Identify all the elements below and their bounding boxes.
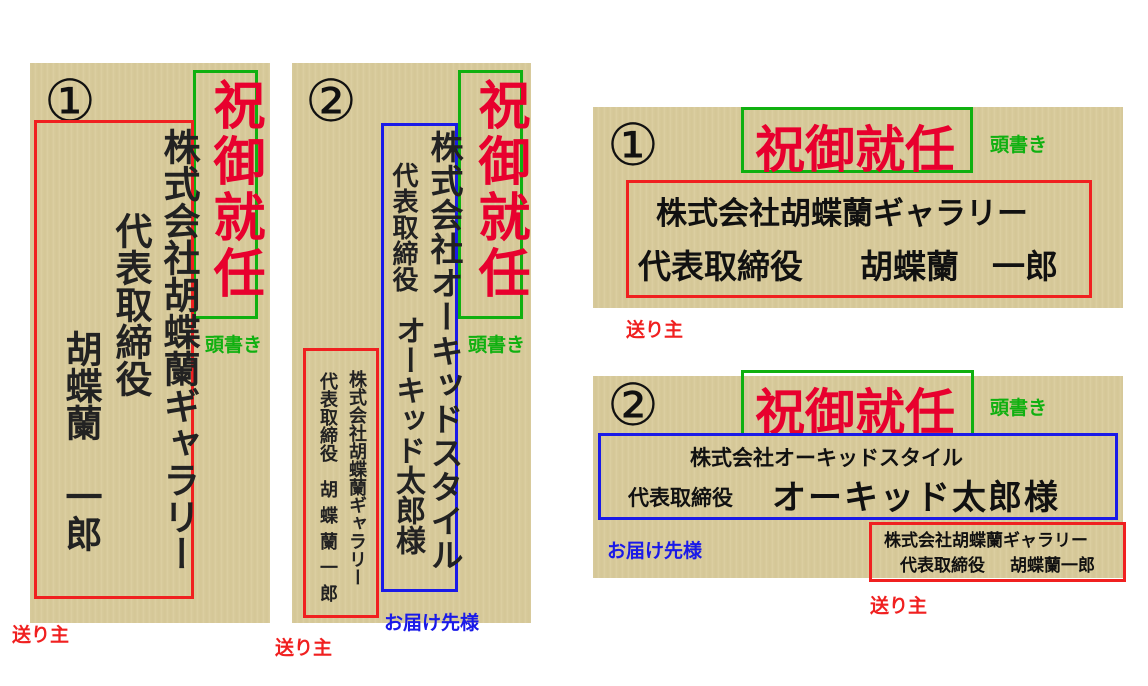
sender-box: [303, 348, 379, 618]
sender-name: 胡蝶蘭一郎: [317, 480, 338, 610]
heading-text: 祝御就任: [755, 120, 955, 179]
heading-text: 祝御就任: [204, 78, 265, 302]
recipient-title: 代表取締役: [388, 162, 418, 292]
heading-label: 頭書き: [468, 334, 526, 356]
vertical-card-1: [30, 63, 270, 623]
sender-title: 代表取締役: [638, 247, 803, 286]
sender-name: 胡蝶蘭一郎: [1010, 556, 1095, 576]
recipient-label: お届け先様: [607, 540, 703, 562]
heading-label: 頭書き: [205, 334, 263, 356]
heading-text: 祝御就任: [755, 383, 955, 442]
sender-label: 送り主: [275, 637, 333, 659]
recipient-name: オーキッド太郎様: [390, 315, 425, 555]
heading-box: [458, 70, 523, 319]
sender-box: [34, 120, 194, 599]
sender-name: 胡蝶蘭 一郎: [860, 247, 1058, 286]
recipient-name: オーキッド太郎様: [772, 478, 1060, 518]
recipient-label: お届け先様: [384, 612, 480, 634]
recipient-company: 株式会社オーキッドスタイル: [425, 130, 464, 572]
heading-box: [741, 107, 973, 173]
sender-label: 送り主: [870, 595, 928, 617]
sender-company: 株式会社胡蝶蘭ギャラリー: [157, 128, 201, 572]
heading-label: 頭書き: [990, 397, 1048, 419]
sender-name: 胡蝶蘭 一郎: [59, 330, 103, 552]
heading-text: 祝御就任: [469, 78, 530, 302]
number-2: ②: [607, 371, 659, 439]
heading-label: 頭書き: [990, 134, 1048, 156]
horizontal-card-2: [593, 376, 1123, 578]
heading-box: [193, 70, 258, 319]
sender-title: 代表取締役: [109, 212, 153, 397]
recipient-title: 代表取締役: [628, 485, 733, 510]
sender-company: 株式会社胡蝶蘭ギャラリー: [346, 370, 367, 586]
sender-company: 株式会社胡蝶蘭ギャラリー: [884, 531, 1088, 551]
sender-company: 株式会社胡蝶蘭ギャラリー: [656, 196, 1028, 232]
sender-box: [869, 522, 1126, 582]
recipient-box: [381, 123, 458, 592]
number-2: ②: [305, 67, 357, 135]
recipient-box: [598, 433, 1118, 520]
number-1: ①: [607, 111, 659, 179]
sender-title: 代表取締役: [900, 556, 985, 576]
vertical-card-2: [292, 63, 531, 623]
sender-title: 代表取締役: [317, 372, 338, 462]
recipient-company: 株式会社オーキッドスタイル: [690, 445, 963, 470]
sender-label: 送り主: [626, 319, 684, 341]
sender-box: [626, 180, 1092, 298]
horizontal-card-1: [593, 107, 1123, 308]
sender-label: 送り主: [12, 624, 70, 646]
